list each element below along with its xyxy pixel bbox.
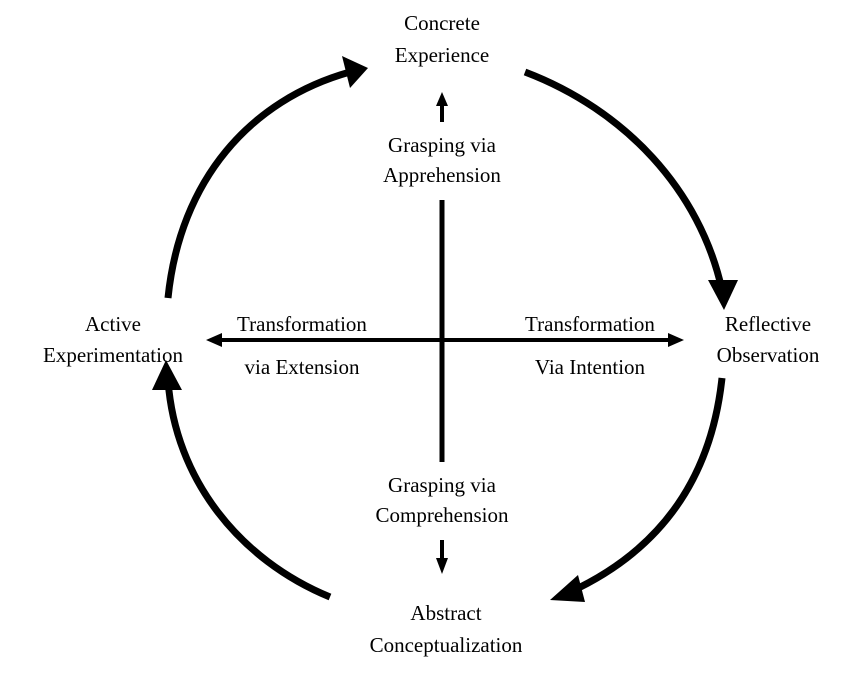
node-label-line: Reflective (725, 312, 811, 336)
arc-top-left (164, 68, 351, 299)
axis-label-line: Grasping via (388, 473, 497, 497)
axis-label-line: Via Intention (535, 355, 646, 379)
cycle-arrowheads (152, 56, 738, 602)
arc-bottom-right (568, 377, 726, 596)
node-label-line: Abstract (410, 601, 481, 625)
axis-label-line: via Extension (245, 355, 360, 379)
axis-label-line: Comprehension (376, 503, 509, 527)
node-label-line: Active (85, 312, 141, 336)
axis-label-intention: Transformation Via Intention (525, 312, 655, 379)
central-axes (222, 104, 668, 560)
arrowhead-to-reflective-observation (708, 280, 738, 310)
node-label-line: Conceptualization (370, 633, 523, 657)
arrowhead-to-active-experimentation (152, 360, 182, 390)
node-concrete-experience: Concrete Experience (395, 11, 489, 67)
axis-label-extension: Transformation via Extension (237, 312, 367, 379)
axis-label-line: Grasping via (388, 133, 497, 157)
axis-label-line: Transformation (525, 312, 655, 336)
arrowhead-to-concrete-experience (342, 56, 368, 88)
arrowhead-left-extension (206, 333, 222, 347)
arc-top-right (523, 68, 726, 291)
axis-label-comprehension: Grasping via Comprehension (376, 473, 509, 527)
cycle-arrows (164, 68, 726, 601)
node-label-line: Experience (395, 43, 489, 67)
arrowhead-to-abstract-conceptualization (550, 575, 585, 602)
axis-label-line: Transformation (237, 312, 367, 336)
axis-label-line: Apprehension (383, 163, 501, 187)
node-label-line: Experimentation (43, 343, 183, 367)
axis-arrowheads (206, 92, 684, 574)
arrowhead-down-comprehension (436, 558, 448, 574)
node-label-line: Concrete (404, 11, 480, 35)
arrowhead-right-intention (668, 333, 684, 347)
arc-bottom-left (164, 379, 332, 601)
arrowhead-up-apprehension (436, 92, 448, 106)
node-active-experimentation: Active Experimentation (43, 312, 183, 367)
node-reflective-observation: Reflective Observation (717, 312, 820, 367)
axis-label-apprehension: Grasping via Apprehension (383, 133, 501, 187)
node-label-line: Observation (717, 343, 820, 367)
node-abstract-conceptualization: Abstract Conceptualization (370, 601, 523, 657)
